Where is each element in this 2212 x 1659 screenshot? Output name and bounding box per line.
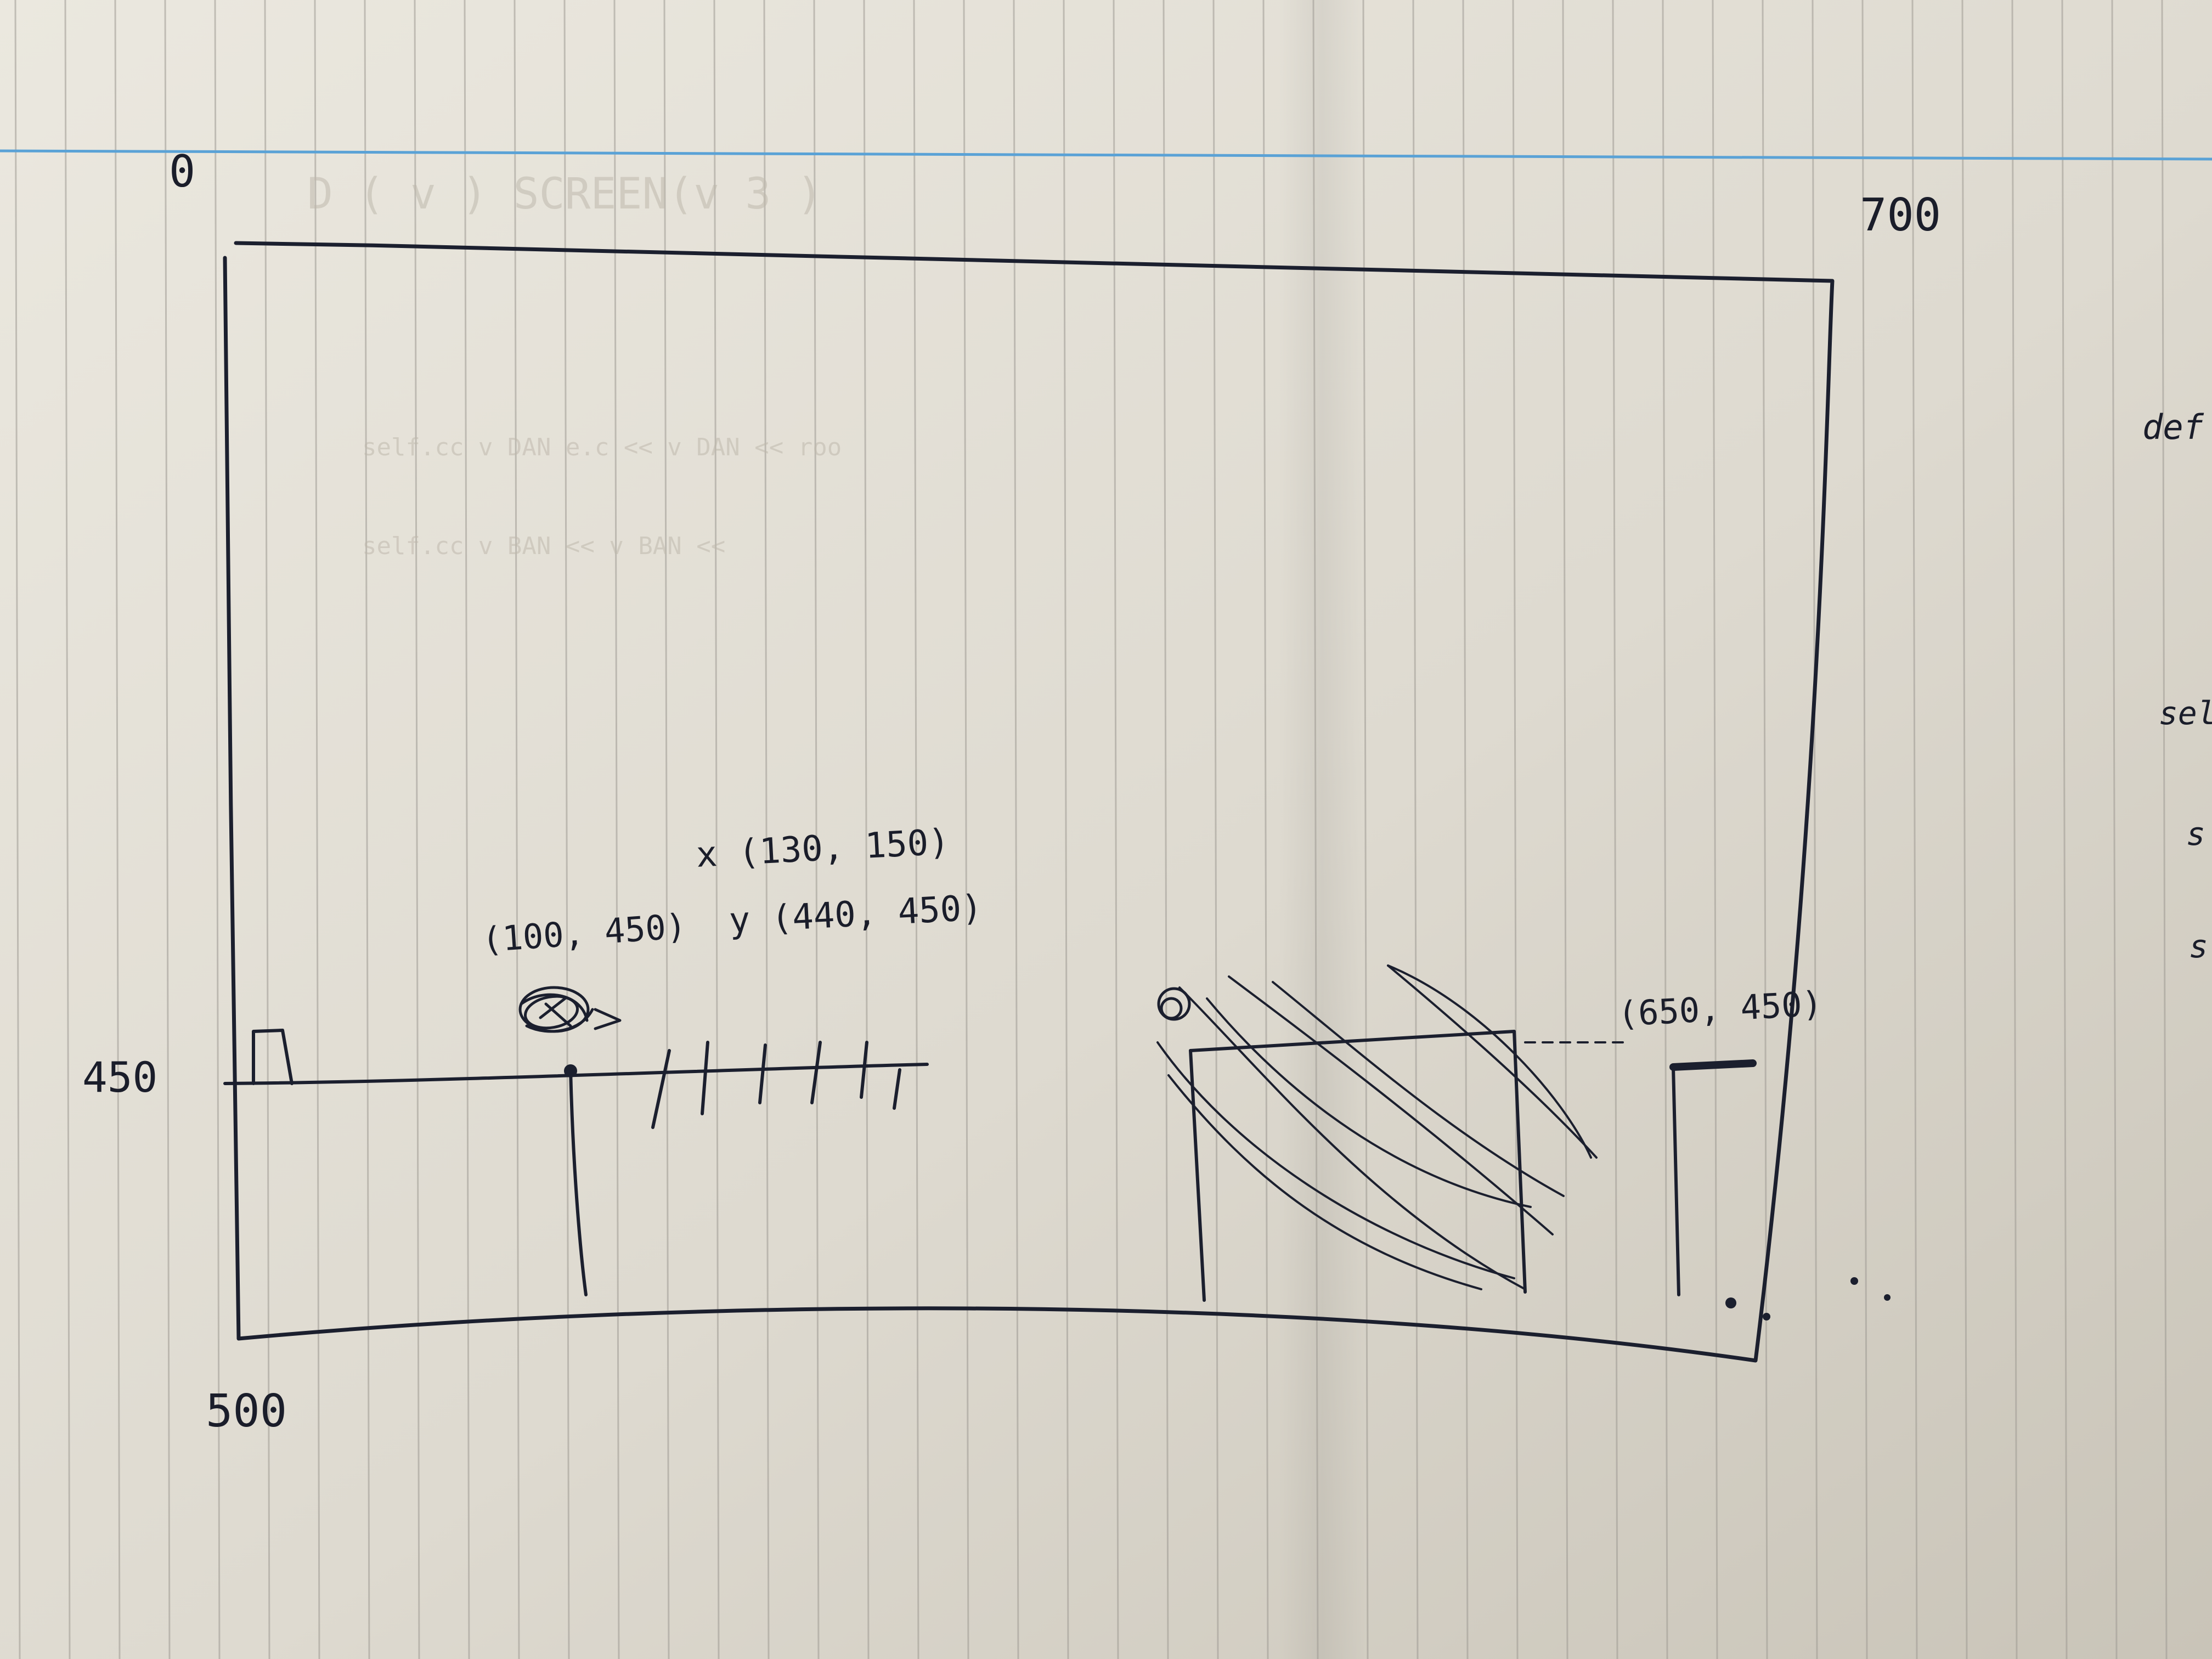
height-label: 500 bbox=[206, 1385, 287, 1437]
margin-line bbox=[0, 149, 2212, 161]
ruled-line bbox=[464, 0, 470, 1659]
margin-note-3: s bbox=[2186, 815, 2205, 853]
ruled-line bbox=[1911, 0, 1918, 1659]
ruled-line bbox=[414, 0, 420, 1659]
ruled-line bbox=[2011, 0, 2018, 1659]
ruled-line bbox=[1562, 0, 1568, 1659]
ground-point bbox=[564, 1064, 577, 1077]
ruled-line bbox=[314, 0, 320, 1659]
corner-dots bbox=[1725, 1277, 1891, 1321]
ghost-line-3: self.cc v BAN << v BAN << bbox=[362, 532, 725, 560]
ruled-line bbox=[1512, 0, 1519, 1659]
ruled-line bbox=[2061, 0, 2068, 1659]
ruled-line bbox=[1063, 0, 1069, 1659]
player-scribble bbox=[518, 986, 622, 1033]
ruled-line bbox=[863, 0, 870, 1659]
ruled-line bbox=[663, 0, 670, 1659]
goal-structure bbox=[1189, 1030, 1757, 1302]
screen-boundary bbox=[223, 241, 1835, 1363]
ruled-line bbox=[563, 0, 570, 1659]
ruled-line bbox=[1013, 0, 1019, 1659]
ruled-line bbox=[613, 0, 620, 1659]
ruled-line bbox=[214, 0, 221, 1659]
ruled-line bbox=[264, 0, 270, 1659]
ruled-line bbox=[14, 0, 21, 1659]
margin-note-1: def bbox=[2142, 407, 2204, 447]
ruled-line bbox=[164, 0, 171, 1659]
width-label: 700 bbox=[1860, 189, 1941, 241]
paper-fold bbox=[1278, 0, 1366, 1659]
ruled-line bbox=[1462, 0, 1469, 1659]
ghost-line-2: self.cc v DAN e.c << v DAN << roo bbox=[362, 433, 842, 461]
ruled-line bbox=[2111, 0, 2118, 1659]
obstacle-marks bbox=[651, 1041, 901, 1129]
ruled-line bbox=[1362, 0, 1369, 1659]
ghost-line-1: D ( v ) SCREEN(v 3 ) bbox=[307, 170, 822, 219]
ruled-line bbox=[1861, 0, 1868, 1659]
ruled-line bbox=[813, 0, 820, 1659]
goal-scribble bbox=[1157, 987, 1191, 1021]
ruled-line bbox=[713, 0, 720, 1659]
ruled-line bbox=[763, 0, 770, 1659]
ruled-line bbox=[64, 0, 71, 1659]
ruled-line bbox=[1312, 0, 1319, 1659]
ruled-line bbox=[114, 0, 121, 1659]
hatching bbox=[1156, 964, 1598, 1290]
ruled-line bbox=[1212, 0, 1219, 1659]
ruled-lines bbox=[14, 0, 2168, 1659]
ruled-line bbox=[2161, 0, 2168, 1659]
ruled-line bbox=[963, 0, 969, 1659]
margin-note-4: s bbox=[2189, 928, 2208, 965]
ruled-line bbox=[1113, 0, 1119, 1659]
erased-writing: D ( v ) SCREEN(v 3 ) self.cc v DAN e.c <… bbox=[307, 170, 842, 560]
ground-divider bbox=[569, 1068, 588, 1296]
ruled-line bbox=[1262, 0, 1269, 1659]
ruled-line bbox=[913, 0, 919, 1659]
start-block bbox=[252, 1029, 294, 1085]
margin-notes: def sel s s bbox=[2142, 407, 2212, 965]
ruled-line bbox=[1961, 0, 1968, 1659]
ruled-line bbox=[364, 0, 370, 1659]
ground-line bbox=[223, 1063, 929, 1085]
ruled-line bbox=[1812, 0, 1818, 1659]
ruled-line bbox=[1762, 0, 1768, 1659]
ruled-line bbox=[1412, 0, 1419, 1659]
origin-label: 0 bbox=[169, 146, 195, 197]
ruled-line bbox=[1163, 0, 1169, 1659]
margin-note-2: sel bbox=[2159, 695, 2212, 732]
ground-y-label: 450 bbox=[82, 1053, 157, 1102]
ruled-line bbox=[514, 0, 520, 1659]
